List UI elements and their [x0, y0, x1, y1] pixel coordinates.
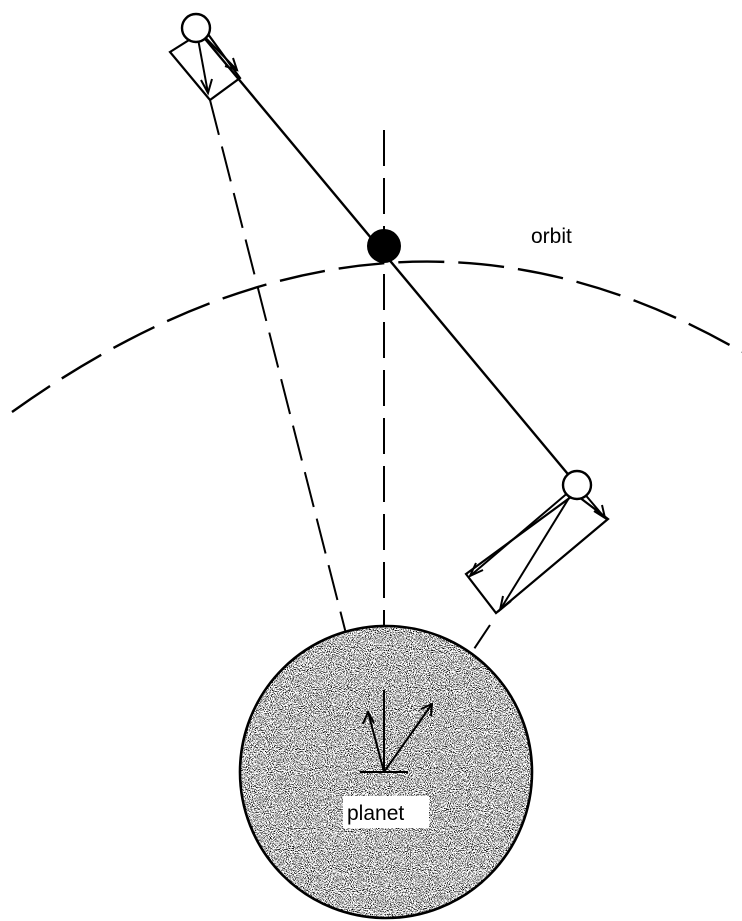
center-of-mass-dot: [367, 229, 401, 263]
upper-mass-circle: [180, 12, 212, 44]
lower-force-arrows: [467, 484, 607, 613]
planet-label: planet: [347, 802, 404, 825]
orbit-label: orbit: [531, 225, 572, 248]
lower-force-box: [464, 492, 610, 615]
upper-test-mass: [168, 12, 242, 102]
lower-test-mass: [464, 469, 610, 615]
orbit-path: [11, 260, 742, 413]
upper-mass-sightline: [209, 99, 355, 666]
lower-mass-circle: [561, 469, 593, 501]
planet-label-background: [343, 796, 429, 828]
planet-body: [238, 624, 534, 920]
planet-center-vectors: [360, 690, 434, 773]
